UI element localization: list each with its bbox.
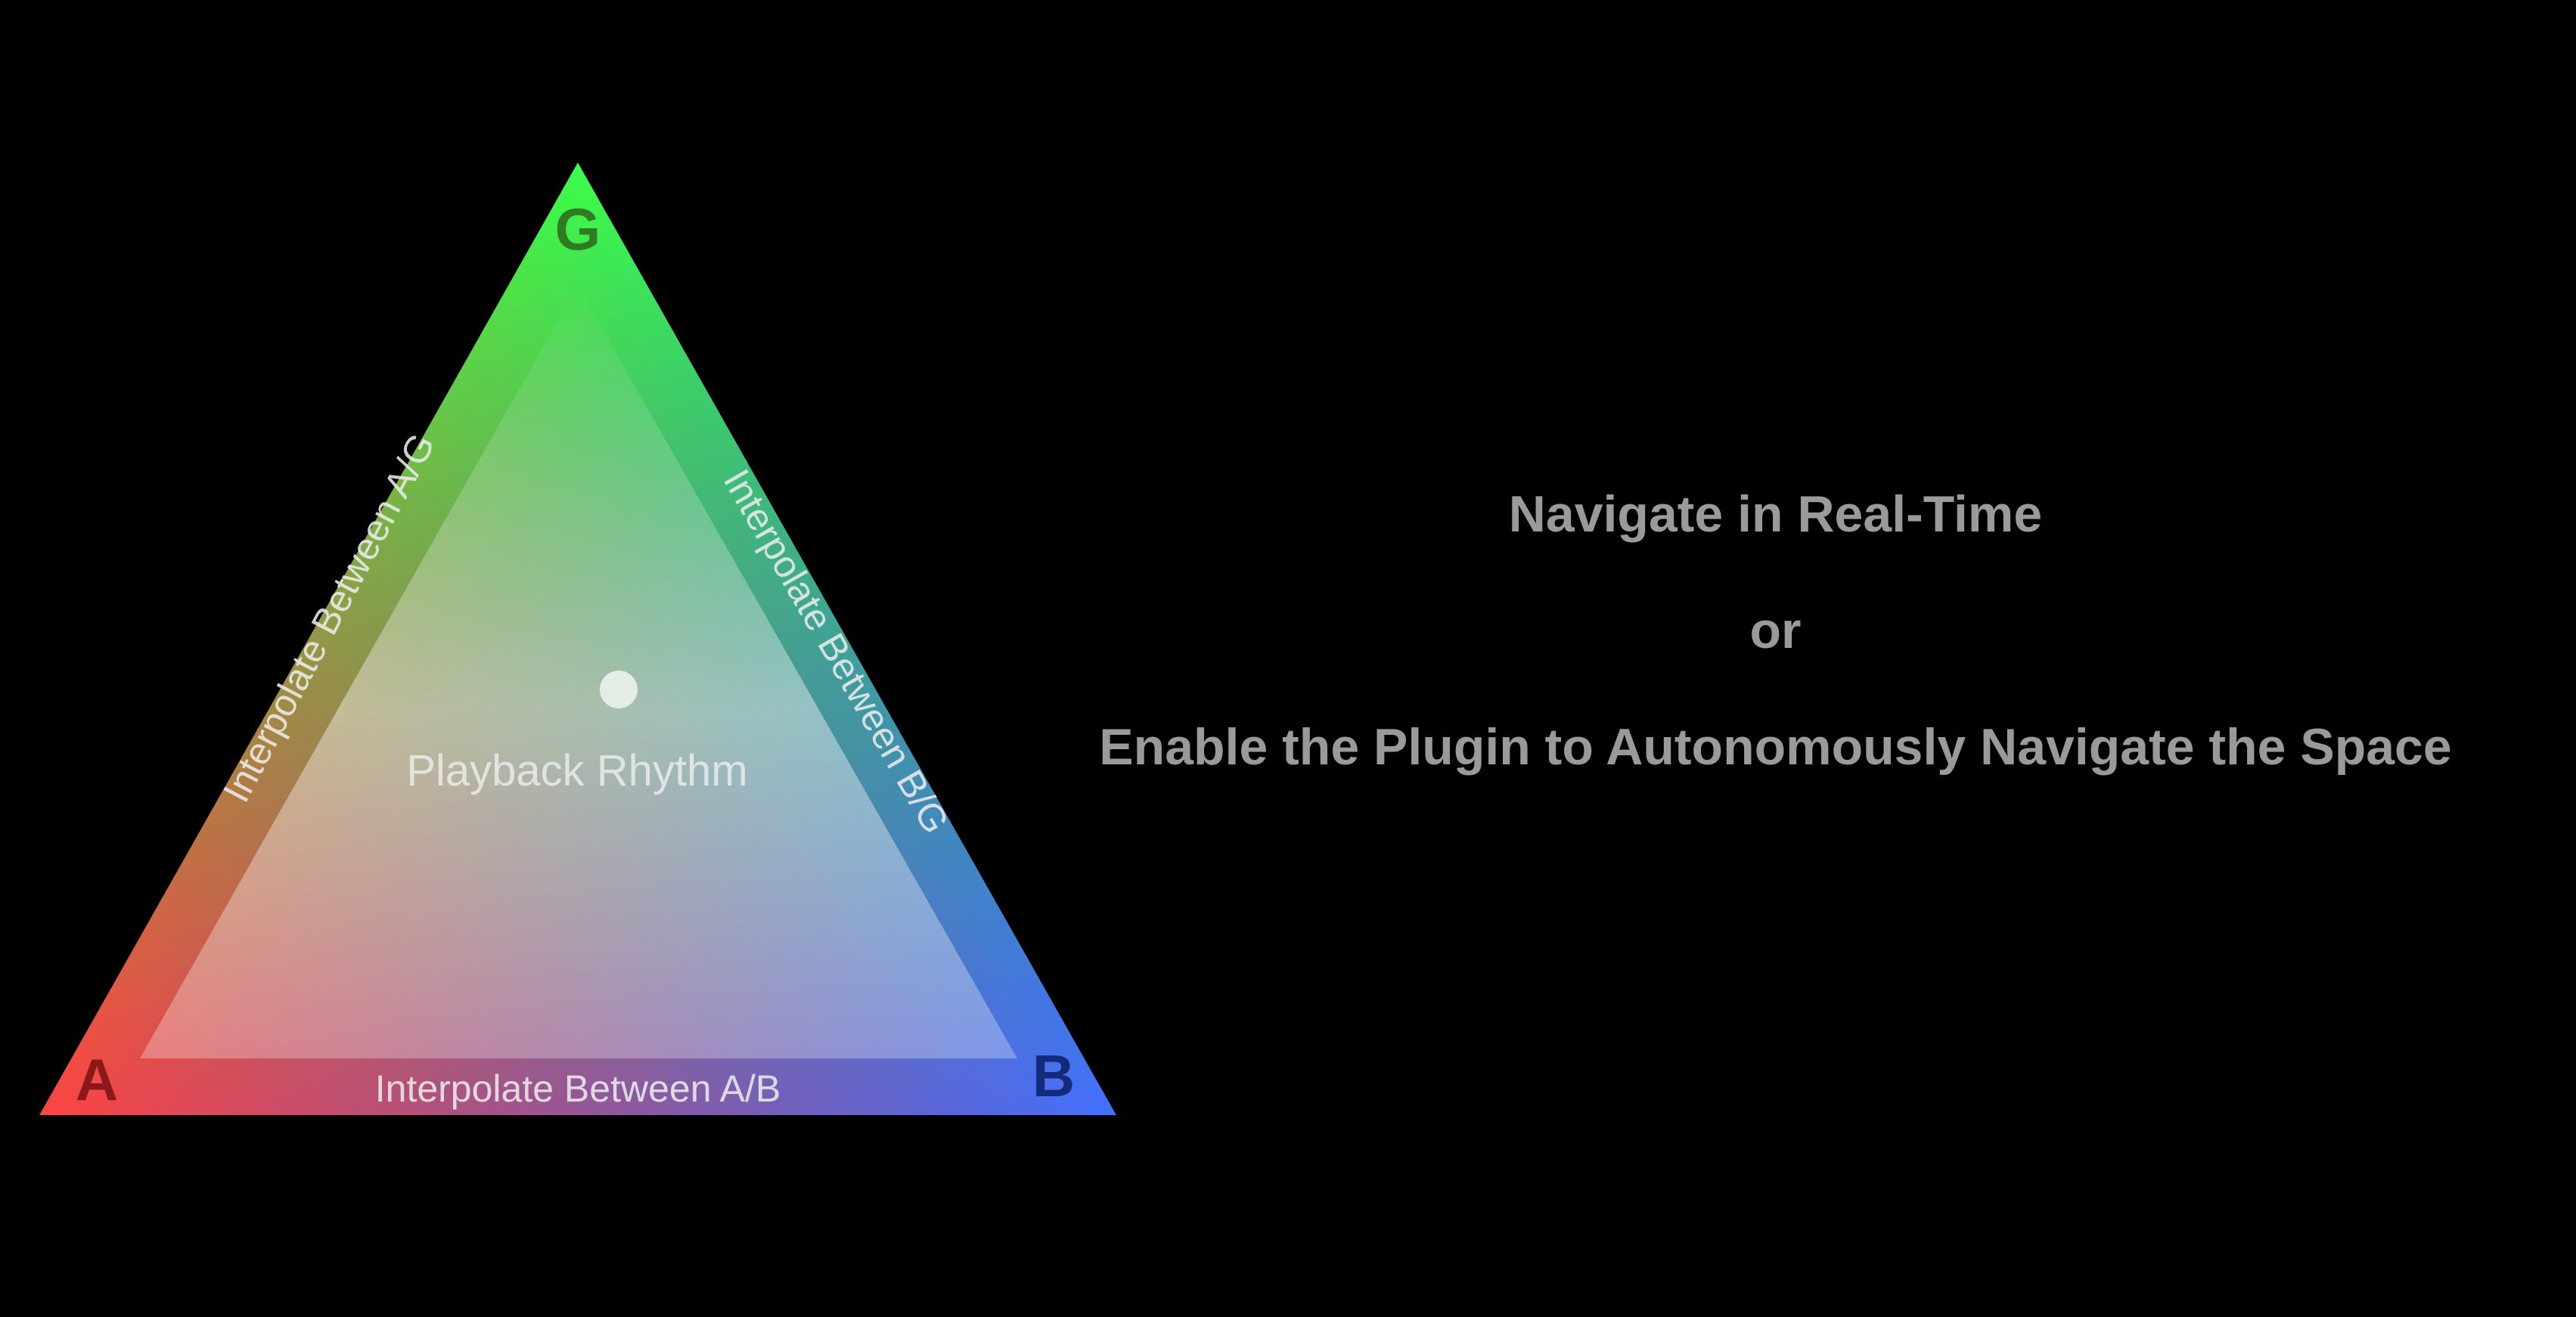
playhead-dot[interactable]: [600, 671, 638, 708]
vertex-label-b: B: [1032, 1043, 1075, 1109]
vertex-label-g: G: [555, 196, 601, 262]
edge-label-ab: Interpolate Between A/B: [375, 1068, 781, 1110]
interpolation-triangle[interactable]: G A B Interpolate Between A/B Interpolat…: [0, 0, 1150, 1149]
vertex-label-a: A: [76, 1046, 118, 1113]
instruction-realtime: Navigate in Real-Time: [1508, 485, 2043, 543]
instructions-block: Navigate in Real-Time or Enable the Plug…: [1029, 484, 2522, 833]
center-label-playback-rhythm: Playback Rhythm: [406, 746, 747, 795]
instruction-or: or: [1749, 602, 1802, 659]
triangle-inner-field[interactable]: [140, 286, 1017, 1058]
instruction-autonomous: Enable the Plugin to Autonomously Naviga…: [1099, 718, 2452, 776]
